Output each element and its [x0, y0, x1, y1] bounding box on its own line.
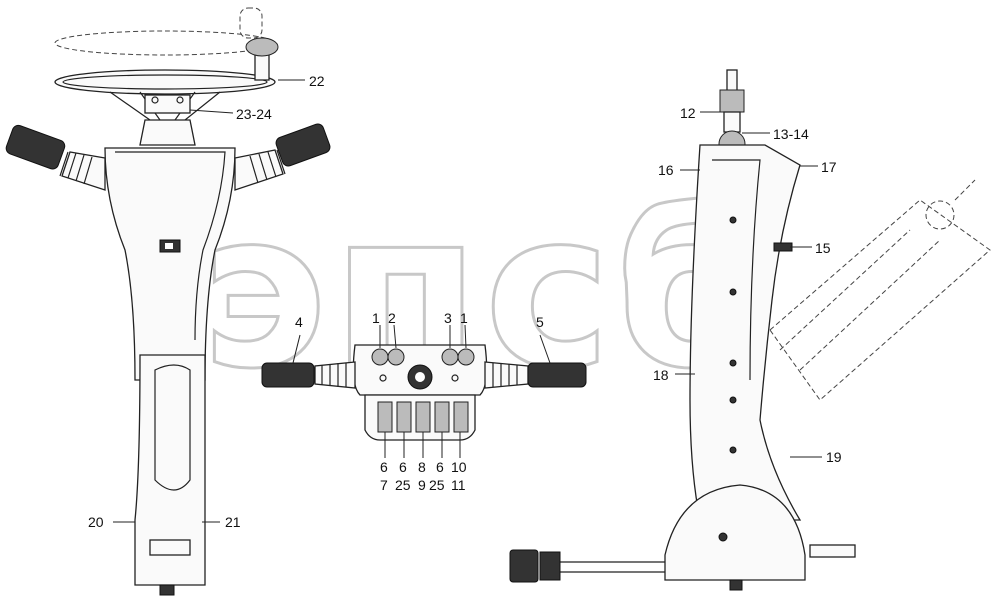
panel-left-stalk	[261, 361, 356, 389]
right-stalk	[234, 123, 331, 191]
switch-1a	[371, 348, 389, 366]
callout-9: 9	[418, 477, 426, 493]
column-base-bolt	[159, 584, 175, 596]
tilted-alt-position	[769, 179, 991, 401]
callout-3: 3	[444, 310, 452, 326]
steering-wheel	[54, 69, 276, 95]
left-stalk	[5, 124, 106, 191]
wheel-hub	[144, 94, 191, 114]
top-nut	[719, 89, 745, 113]
side-screw	[773, 242, 793, 252]
pedal	[809, 544, 856, 558]
callout-8: 8	[418, 459, 426, 475]
wheel-spokes	[109, 91, 221, 121]
callout-4: 4	[295, 314, 303, 330]
callouts: 22 23-24 20 21 1 2 3 1 4 5 6 6 8 6 10 7 …	[88, 73, 842, 530]
column-body-side	[689, 144, 802, 521]
callout-25a: 25	[395, 477, 411, 493]
callout-25b: 25	[429, 477, 445, 493]
switch-1b	[457, 348, 475, 366]
callout-12: 12	[680, 105, 696, 121]
spinner-knob	[245, 37, 279, 57]
callout-22: 22	[309, 73, 325, 89]
callout-16: 16	[658, 162, 674, 178]
callout-13-14: 13-14	[773, 126, 809, 142]
switch-2	[387, 348, 405, 366]
harness-connector	[509, 549, 539, 583]
switch-panel-view	[261, 344, 587, 441]
panel-right-stalk	[484, 361, 587, 389]
leader-lines	[113, 79, 822, 523]
knob-alt-position	[239, 7, 263, 39]
switch-bank	[377, 401, 469, 433]
callout-21: 21	[225, 514, 241, 530]
callout-7: 7	[380, 477, 388, 493]
callout-23-24: 23-24	[236, 106, 272, 122]
callout-19: 19	[826, 449, 842, 465]
switch-3	[441, 348, 459, 366]
column-shaft-top	[139, 119, 196, 146]
column-base	[664, 484, 806, 581]
callout-11: 11	[451, 477, 466, 493]
callout-1a: 1	[372, 310, 380, 326]
callout-6b: 6	[399, 459, 407, 475]
cable-braid	[539, 551, 561, 581]
callout-17: 17	[821, 159, 837, 175]
callout-6c: 6	[436, 459, 444, 475]
callout-15: 15	[815, 240, 831, 256]
callout-10: 10	[451, 459, 467, 475]
cable	[560, 561, 665, 573]
callout-18: 18	[653, 367, 669, 383]
callout-1b: 1	[460, 310, 468, 326]
side-view	[509, 69, 991, 591]
callout-6a: 6	[380, 459, 388, 475]
callout-2: 2	[388, 310, 396, 326]
callout-5: 5	[536, 314, 544, 330]
callout-20: 20	[88, 514, 104, 530]
front-view	[5, 7, 331, 596]
